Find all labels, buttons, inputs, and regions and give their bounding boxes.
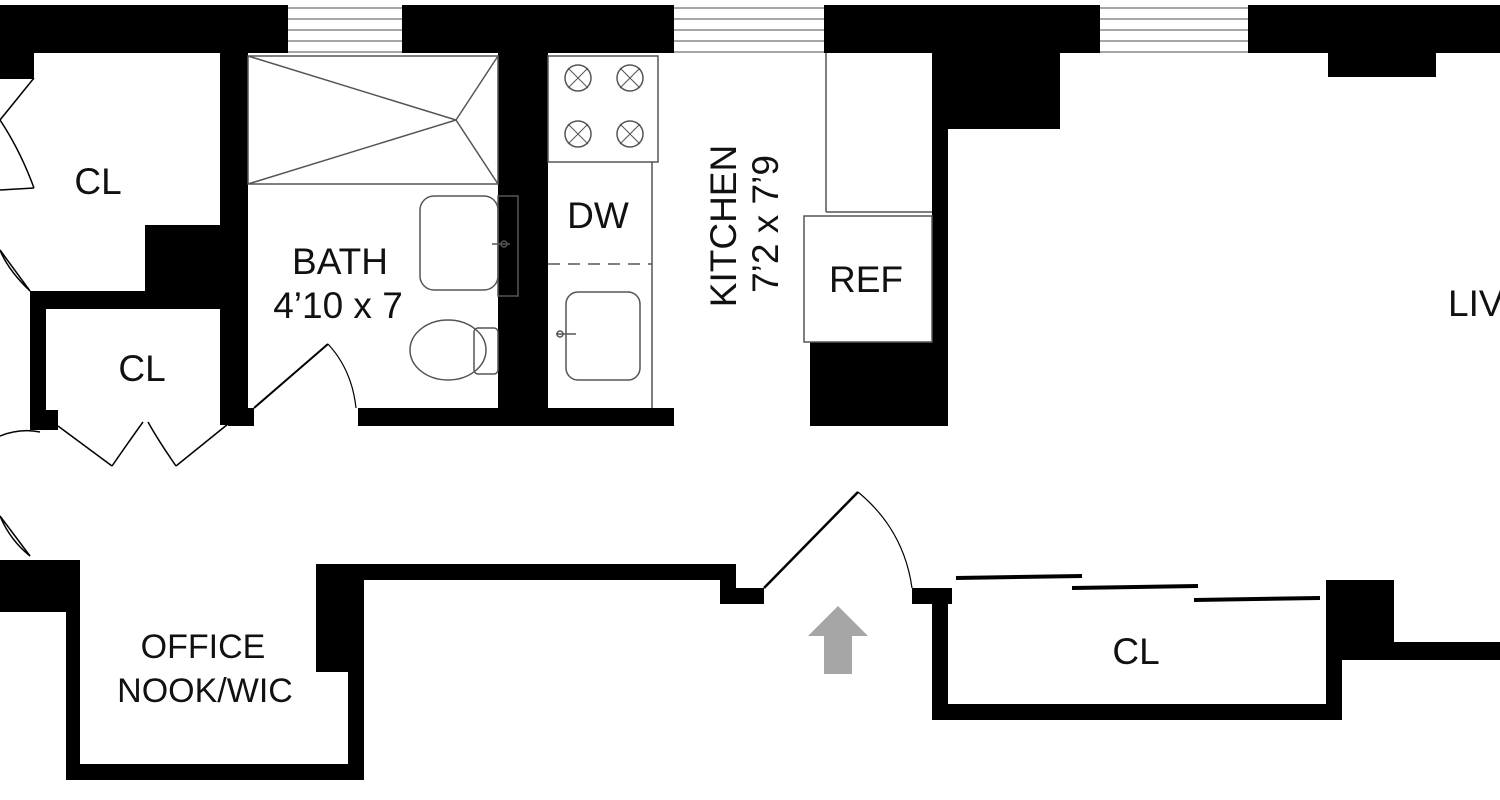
refrigerator	[803, 215, 933, 343]
bathtub-shower	[247, 55, 499, 185]
refrigerator-label: REF	[829, 259, 903, 300]
closet-upper-label: CL	[74, 161, 121, 202]
up-arrow-icon	[808, 606, 868, 674]
stove	[547, 55, 659, 163]
office-label-line2: NOOK/WIC	[117, 672, 293, 710]
bath-label: BATH	[292, 241, 388, 282]
kitchen-upper-counter	[825, 53, 932, 213]
window-2	[674, 7, 824, 53]
closet-lower-label: CL	[118, 348, 165, 389]
entry-door	[763, 491, 913, 589]
stove-burner-crosses	[567, 67, 641, 145]
kitchen-counter	[548, 162, 653, 408]
window-3	[1100, 7, 1248, 53]
closet-lower-door	[0, 421, 229, 557]
dishwasher-label: DW	[567, 195, 629, 236]
closet-sliding-doors	[955, 574, 1321, 602]
kitchen-size-label: 7’2 x 7’9	[745, 155, 786, 293]
window-1	[288, 7, 402, 53]
toilet	[409, 319, 499, 381]
bath-door	[253, 343, 357, 409]
bath-size-label: 4’10 x 7	[273, 285, 403, 326]
bath-sink	[419, 195, 519, 297]
living-room-label: LIV	[1448, 283, 1500, 324]
kitchen-sink	[556, 291, 641, 381]
kitchen-label: KITCHEN	[703, 145, 744, 307]
closet-bottom-right-label: CL	[1112, 631, 1159, 672]
exterior-top-wall	[0, 5, 1500, 77]
interior-walls	[0, 53, 1500, 780]
office-label-line1: OFFICE	[141, 628, 266, 666]
closet-upper-door	[0, 77, 35, 292]
